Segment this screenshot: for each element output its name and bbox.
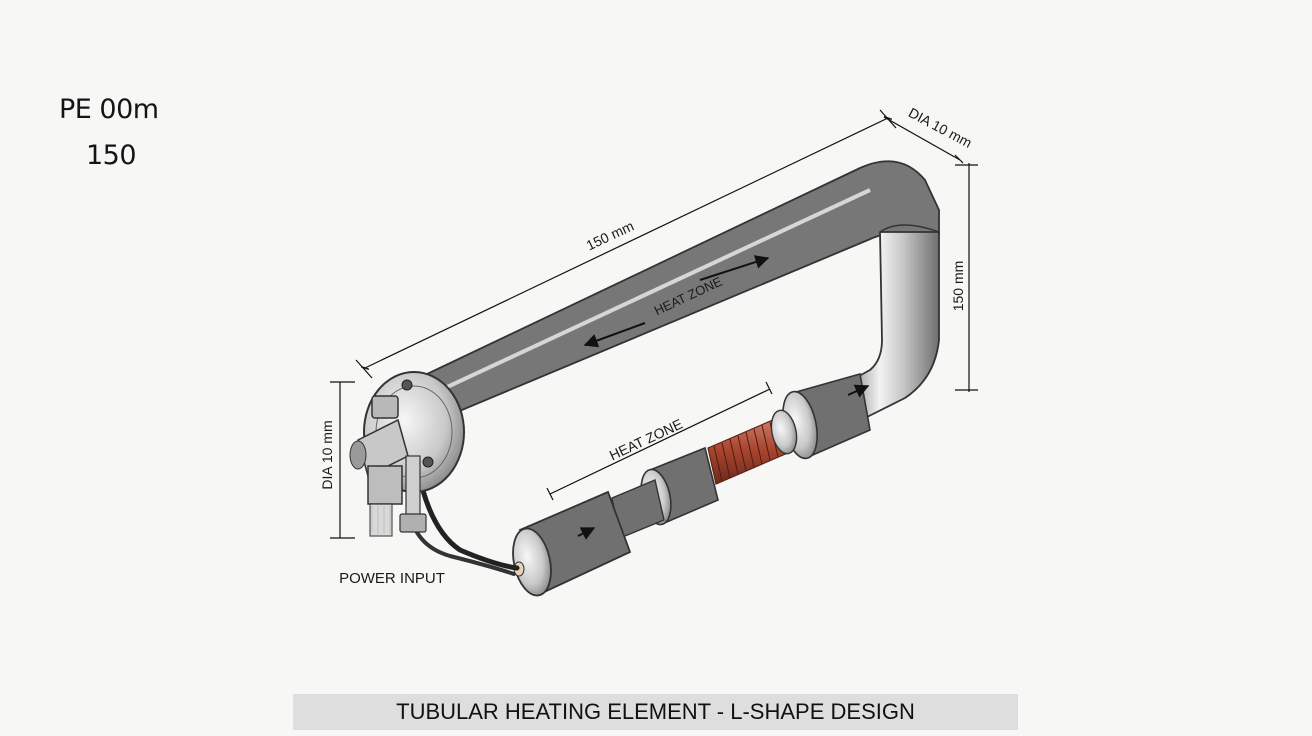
dimension-lines xyxy=(330,109,978,539)
diagram-caption: TUBULAR HEATING ELEMENT - L-SHAPE DESIGN xyxy=(293,694,1018,730)
dim-label-top-diameter: DIA 10 mm xyxy=(906,104,975,151)
dim-label-top-length: 150 mm xyxy=(584,218,637,254)
heat-zone-lower-label: HEAT ZONE xyxy=(607,416,685,464)
lower-assembly xyxy=(512,372,871,597)
heating-coil xyxy=(707,409,798,485)
power-input-label: POWER INPUT xyxy=(339,570,445,587)
corner-label-top: PE 00m xyxy=(59,94,159,125)
power-wire xyxy=(415,467,520,571)
corner-label-bottom: 150 xyxy=(86,140,137,171)
dim-label-side-length: 150 mm xyxy=(950,261,966,312)
terminal-bolt xyxy=(349,395,427,537)
dim-label-left-diameter: DIA 10 mm xyxy=(319,420,335,489)
